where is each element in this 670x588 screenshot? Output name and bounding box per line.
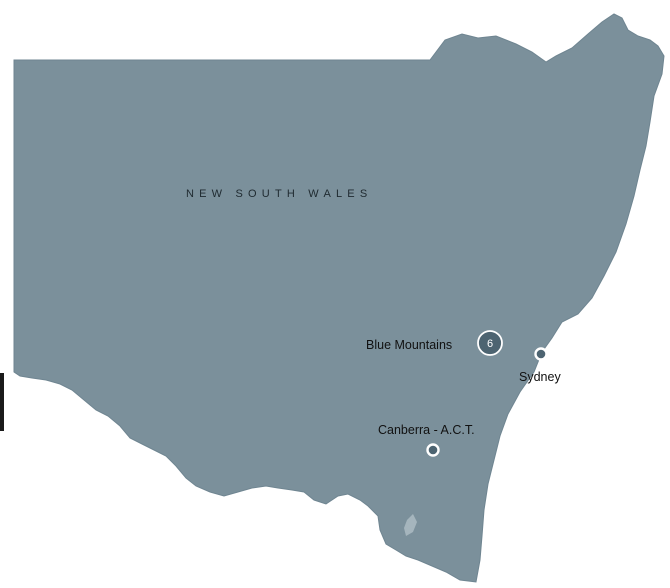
coastal-inlet <box>404 514 417 536</box>
left-edge-bar <box>0 373 4 431</box>
canberra-marker[interactable] <box>426 443 440 457</box>
sydney-marker[interactable] <box>534 347 548 361</box>
place-label-blue-mountains: Blue Mountains <box>366 338 452 352</box>
place-label-canberra: Canberra - A.C.T. <box>378 423 475 437</box>
place-label-sydney: Sydney <box>519 370 561 384</box>
region-label: NEW SOUTH WALES <box>186 188 372 200</box>
nsw-landmass <box>13 13 665 583</box>
blue-mountains-marker-number: 6 <box>487 338 493 350</box>
blue-mountains-marker[interactable] <box>477 330 503 356</box>
